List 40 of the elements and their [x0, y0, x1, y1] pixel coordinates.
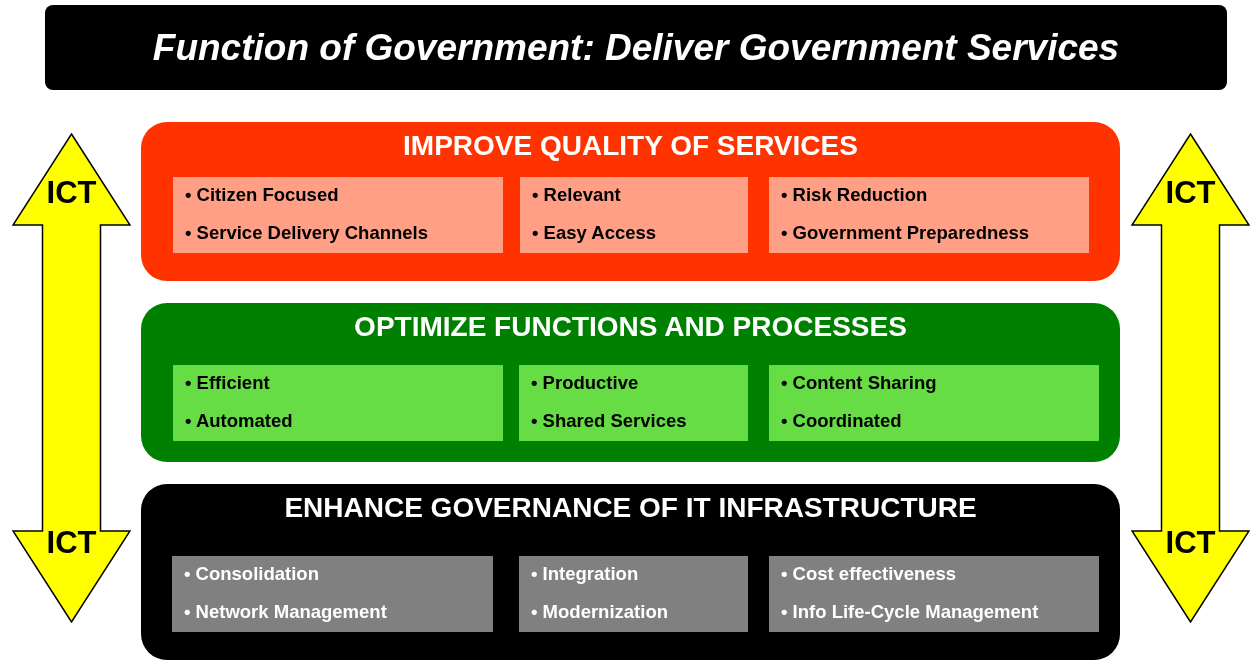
bullet-panel — [769, 177, 1089, 253]
bullet-panel — [769, 365, 1099, 441]
double-arrow — [12, 133, 131, 623]
bullet-item: • Easy Access — [532, 222, 657, 244]
bullet-panel — [769, 556, 1099, 632]
bullet-panel — [520, 177, 748, 253]
bullet-item: • Info Life-Cycle Management — [781, 601, 1039, 623]
band-heading: OPTIMIZE FUNCTIONS AND PROCESSES — [353, 311, 908, 343]
bullet-item: • Citizen Focused — [185, 184, 339, 206]
arrow-label: ICT — [45, 525, 98, 561]
arrow-label: ICT — [45, 175, 98, 211]
bullet-item: • Service Delivery Channels — [185, 222, 428, 244]
bullet-item: • Risk Reduction — [781, 184, 928, 206]
arrow-label: ICT — [1164, 525, 1217, 561]
category-band — [141, 122, 1120, 281]
bullet-item: • Network Management — [184, 601, 387, 623]
bullet-item: • Consolidation — [184, 563, 319, 585]
arrow-label: ICT — [1164, 175, 1217, 211]
bullet-item: • Automated — [185, 410, 293, 432]
bullet-item: • Content Sharing — [781, 372, 937, 394]
bullet-item: • Cost effectiveness — [781, 563, 957, 585]
bullet-item: • Productive — [531, 372, 639, 394]
bullet-item: • Government Preparedness — [781, 222, 1030, 244]
bullet-panel — [173, 365, 503, 441]
bullet-panel — [173, 177, 503, 253]
bullet-item: • Modernization — [531, 601, 668, 623]
double-arrow — [1131, 133, 1250, 623]
bullet-item: • Efficient — [185, 372, 270, 394]
bullet-item: • Integration — [531, 563, 639, 585]
bullet-item: • Shared Services — [531, 410, 687, 432]
bullet-item: • Relevant — [532, 184, 621, 206]
band-heading: ENHANCE GOVERNANCE OF IT INFRASTRUCTURE — [283, 492, 978, 524]
title-bar: Function of Government: Deliver Government Services — [45, 5, 1227, 90]
category-band — [141, 303, 1120, 462]
bullet-panel — [519, 365, 748, 441]
band-heading: IMPROVE QUALITY OF SERVICES — [402, 130, 859, 162]
bullet-panel — [172, 556, 493, 632]
bullet-item: • Coordinated — [781, 410, 902, 432]
bullet-panel — [519, 556, 748, 632]
category-band — [141, 484, 1120, 660]
